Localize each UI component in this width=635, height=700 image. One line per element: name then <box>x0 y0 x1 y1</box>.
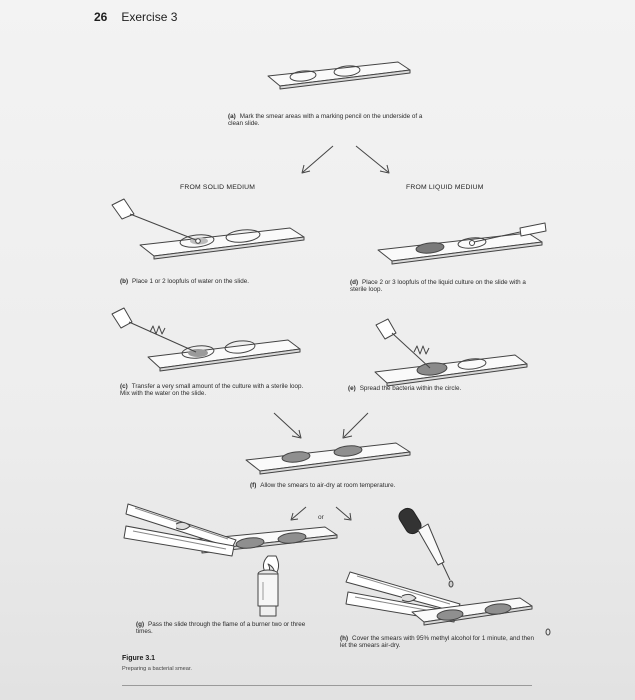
step-g-text: Pass the slide through the flame of a bu… <box>136 621 306 636</box>
step-c-text: Transfer a very small amount of the cult… <box>120 383 304 398</box>
loop-b <box>111 198 201 244</box>
arrows-from-f <box>290 506 352 521</box>
slide-e <box>374 354 528 387</box>
or-label: or <box>318 514 325 521</box>
slide-f <box>245 442 411 475</box>
page-rule <box>122 685 532 686</box>
figure-label: Figure 3.1 <box>122 655 156 662</box>
figure-caption: Preparing a bacterial smear. <box>122 666 192 672</box>
step-e-caption: (e)Spread the bacteria within the circle… <box>348 385 538 392</box>
clothespin-g <box>123 503 237 557</box>
slide-a <box>267 61 411 90</box>
loop-c <box>111 307 197 353</box>
page-number: 26 <box>94 10 108 24</box>
step-a-text: Mark the smear areas with a marking penc… <box>228 113 423 128</box>
step-c-caption: (c)Transfer a very small amount of the c… <box>120 383 308 398</box>
step-a-letter: (a) <box>228 113 236 120</box>
step-h-letter: (h) <box>340 635 349 642</box>
arrows-to-f <box>273 412 369 439</box>
step-e-letter: (e) <box>348 385 356 392</box>
slide-b <box>139 227 305 260</box>
step-f-text: Allow the smears to air-dry at room temp… <box>260 482 396 489</box>
loop-e <box>375 318 431 369</box>
step-g-caption: (g)Pass the slide through the flame of a… <box>136 621 318 636</box>
step-d-letter: (d) <box>350 279 359 286</box>
burner-flame <box>257 555 280 617</box>
step-h-caption: (h)Cover the smears with 95% methyl alco… <box>340 635 540 650</box>
heading-solid-medium: FROM SOLID MEDIUM <box>180 184 256 191</box>
slide-d <box>377 232 543 265</box>
page-header: 26 Exercise 3 <box>94 10 177 24</box>
step-f-letter: (f) <box>250 482 257 489</box>
step-f-caption: (f)Allow the smears to air-dry at room t… <box>250 482 400 489</box>
step-d-caption: (d)Place 2 or 3 loopfuls of the liquid c… <box>350 279 540 294</box>
step-a-caption: (a)Mark the smear areas with a marking p… <box>228 113 438 128</box>
exercise-title: Exercise 3 <box>121 10 178 24</box>
step-h-text: Cover the smears with 95% methyl alcohol… <box>340 635 535 650</box>
step-b-text: Place 1 or 2 loopfuls of water on the sl… <box>132 278 249 285</box>
step-d-text: Place 2 or 3 loopfuls of the liquid cult… <box>350 279 526 294</box>
arrows-from-a <box>301 145 390 174</box>
step-e-text: Spread the bacteria within the circle. <box>359 385 462 392</box>
dropper-h <box>398 507 454 588</box>
slide-c <box>147 339 301 372</box>
step-g-letter: (g) <box>136 621 145 628</box>
step-c-letter: (c) <box>120 383 128 390</box>
step-b-caption: (b)Place 1 or 2 loopfuls of water on the… <box>120 278 320 285</box>
slide-h <box>411 597 533 626</box>
step-b-letter: (b) <box>120 278 129 285</box>
loop-d <box>469 222 547 246</box>
drop-h <box>545 628 551 636</box>
heading-liquid-medium: FROM LIQUID MEDIUM <box>406 184 484 191</box>
